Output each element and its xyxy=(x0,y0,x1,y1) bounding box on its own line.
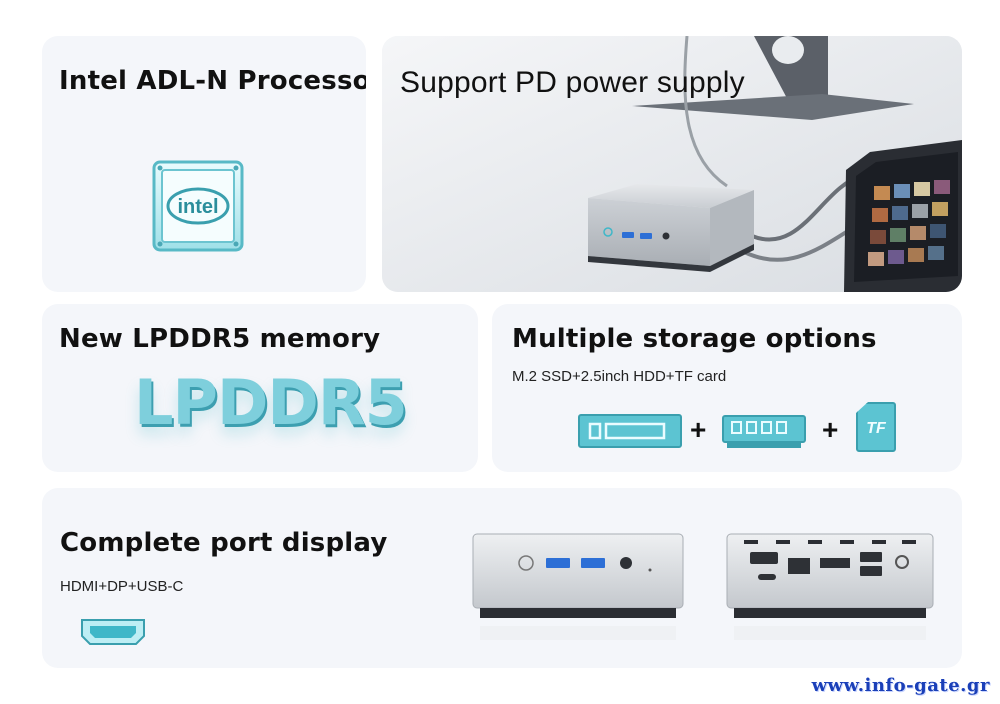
storage-card: Multiple storage options M.2 SSD+2.5inch… xyxy=(492,304,962,472)
tf-label: TF xyxy=(866,420,886,437)
storage-title: Multiple storage options xyxy=(512,324,877,354)
power-card: Support PD power supply xyxy=(382,36,962,292)
intel-chip-icon: intel xyxy=(152,160,244,252)
ports-subtitle: HDMI+DP+USB-C xyxy=(60,578,184,595)
hdmi-icon xyxy=(81,619,145,645)
setup-illustration xyxy=(382,36,962,292)
plus-sign-2: + xyxy=(822,414,839,445)
power-title: Support PD power supply xyxy=(400,66,745,99)
plus-sign-1: + xyxy=(690,414,707,445)
ssd-icon xyxy=(578,414,682,448)
processor-card: Intel ADL-N Processor intel xyxy=(42,36,366,292)
ports-card: Complete port display HDMI+DP+USB-C xyxy=(42,488,962,668)
memory-card: New LPDDR5 memory LPDDR5 xyxy=(42,304,478,472)
processor-title: Intel ADL-N Processor xyxy=(59,66,366,96)
lpddr5-graphic: LPDDR5 xyxy=(134,366,408,439)
mini-pc-front-view xyxy=(472,533,684,640)
ports-title: Complete port display xyxy=(60,528,388,558)
mini-pc-back-view xyxy=(726,533,934,640)
tf-card-icon: TF xyxy=(856,402,896,452)
memory-title: New LPDDR5 memory xyxy=(59,324,381,354)
hdd-module-icon xyxy=(722,415,806,448)
watermark-text: www.info-gate.gr xyxy=(811,675,990,696)
storage-subtitle: M.2 SSD+2.5inch HDD+TF card xyxy=(512,368,727,385)
intel-logo-text: intel xyxy=(177,196,218,218)
